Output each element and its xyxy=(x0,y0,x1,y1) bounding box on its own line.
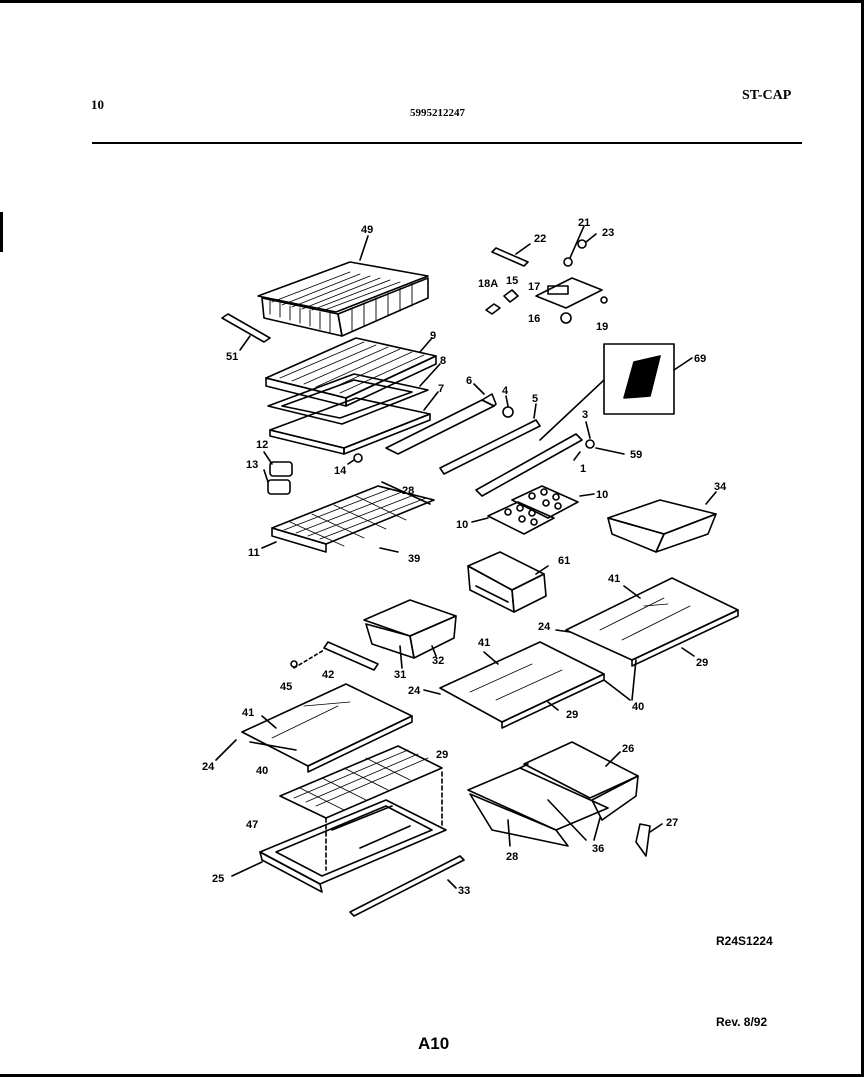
damper-assembly xyxy=(485,225,608,324)
glass-shelf-middle xyxy=(423,641,637,729)
callout: 41 xyxy=(478,637,490,649)
callout: 23 xyxy=(602,227,614,239)
scan-edge-mark xyxy=(0,212,11,252)
callout: 12 xyxy=(256,439,268,451)
small-crisper xyxy=(363,599,457,669)
callout-labels: 49 51 9 8 7 6 4 5 12 13 14 28 11 39 22 2… xyxy=(202,217,727,897)
crisper-cover-grille xyxy=(279,745,443,871)
callout: 14 xyxy=(334,465,347,477)
revision-label: Rev. 8/92 xyxy=(716,1015,768,1029)
callout: 27 xyxy=(666,817,678,829)
callout: 6 xyxy=(466,375,472,387)
callout: 17 xyxy=(528,281,540,293)
bracket-clip xyxy=(585,421,625,455)
callout: 34 xyxy=(714,481,727,493)
model-number: 5995212247 xyxy=(410,107,465,119)
page-label: A10 xyxy=(418,1034,450,1053)
callout: 16 xyxy=(528,313,540,325)
shelf-rail xyxy=(439,403,541,475)
callout: 28 xyxy=(402,485,414,497)
callout: 25 xyxy=(212,873,224,885)
callout: 49 xyxy=(361,224,373,236)
section-code: ST-CAP xyxy=(742,88,792,103)
shelf-frame xyxy=(267,363,441,425)
callout: 7 xyxy=(438,383,444,395)
glass-shelf-right xyxy=(555,577,739,667)
callout: 41 xyxy=(242,707,254,719)
door-insert xyxy=(539,343,693,441)
callout: 18A xyxy=(478,278,498,290)
shelf-grille xyxy=(265,337,437,407)
callout: 19 xyxy=(596,321,608,333)
callout: 69 xyxy=(694,353,706,365)
callout: 51 xyxy=(226,351,238,363)
callout: 29 xyxy=(566,709,578,721)
callout: 1 xyxy=(580,463,586,475)
callout: 15 xyxy=(506,275,518,287)
can-dispenser xyxy=(467,551,549,613)
callout: 32 xyxy=(432,655,444,667)
callout: 61 xyxy=(558,555,570,567)
shelf-clips xyxy=(263,451,363,495)
callout: 42 xyxy=(322,669,334,681)
shelf-panel xyxy=(269,391,439,455)
callout: 10 xyxy=(596,489,608,501)
callout: 31 xyxy=(394,669,406,681)
callout: 13 xyxy=(246,459,258,471)
wire-basket xyxy=(257,235,429,337)
callout: 24 xyxy=(202,761,215,773)
wire-shelf xyxy=(261,481,435,553)
frame-front-rail xyxy=(349,855,465,917)
dairy-tray xyxy=(607,491,717,553)
long-rail xyxy=(475,433,583,497)
callout: 10 xyxy=(456,519,468,531)
glass-shelf-left xyxy=(215,683,413,773)
callout: 3 xyxy=(582,409,588,421)
egg-tray xyxy=(471,485,595,535)
callout: 41 xyxy=(608,573,620,585)
callout: 59 xyxy=(630,449,642,461)
callout: 5 xyxy=(532,393,538,405)
diagram-code: R24S1224 xyxy=(716,934,773,948)
screw xyxy=(502,395,514,418)
callout: 29 xyxy=(436,749,448,761)
callout: 4 xyxy=(502,385,509,397)
callout: 24 xyxy=(538,621,551,633)
page-reference: 10 xyxy=(91,97,104,112)
shelf-support-arm xyxy=(385,383,497,455)
callout: 9 xyxy=(430,330,436,342)
callout: 33 xyxy=(458,885,470,897)
callout: 39 xyxy=(408,553,420,565)
header-rule xyxy=(92,142,802,144)
callout: 29 xyxy=(696,657,708,669)
crisper-drawers xyxy=(467,741,639,847)
callout: 47 xyxy=(246,819,258,831)
callout: 22 xyxy=(534,233,546,245)
callout: 28 xyxy=(506,851,518,863)
callout: 8 xyxy=(440,355,446,367)
callout: 11 xyxy=(248,547,260,559)
callout: 40 xyxy=(256,765,268,777)
callout: 24 xyxy=(408,685,421,697)
callout: 40 xyxy=(632,701,644,713)
callout: 45 xyxy=(280,681,292,693)
callout: 26 xyxy=(622,743,634,755)
basket-rail xyxy=(221,313,271,351)
shelf-rail-short xyxy=(290,641,379,671)
callout: 36 xyxy=(592,843,604,855)
crisper-frame xyxy=(231,799,447,893)
drawer-stop xyxy=(635,823,663,857)
callout: 21 xyxy=(578,217,590,229)
